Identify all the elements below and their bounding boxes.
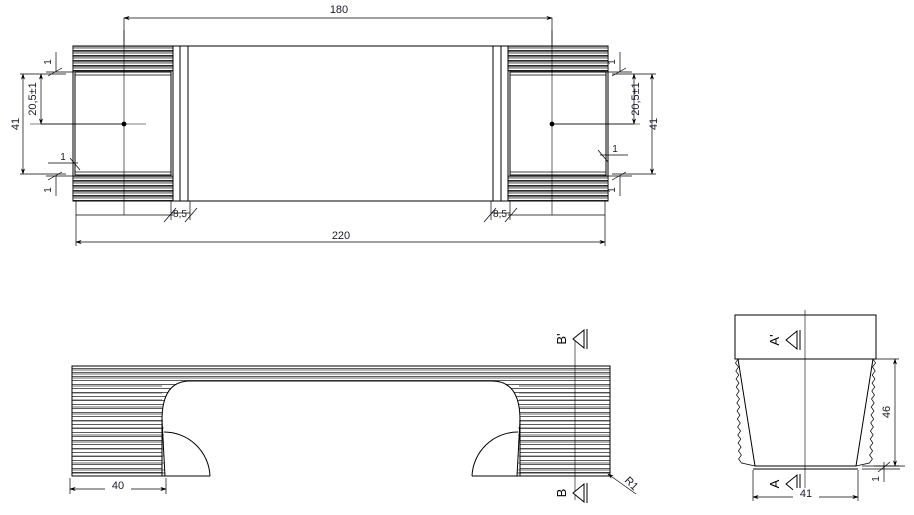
dimension-41-left-label: 41 [10, 118, 22, 130]
dimension-1-left-middle-label: 1 [60, 152, 66, 163]
front-view-left-fillet-arc [163, 431, 211, 477]
front-view-right-leg-inner-edge [516, 419, 521, 477]
section-left-serration [735, 358, 756, 467]
dimension-1-right-top: 1 [604, 52, 632, 77]
dimension-205-right: 20,5±1 [552, 73, 642, 125]
dimension-220-label: 220 [332, 230, 350, 242]
dimension-40-label: 40 [112, 480, 124, 492]
dimension-85-left-label: 8,5 [173, 209, 187, 220]
section-arrow-a-prime-icon [785, 329, 798, 351]
dimension-180: 180 [123, 2, 553, 46]
section-a-a-view: A' A 46 41 [734, 310, 905, 501]
dimension-220: 220 [75, 201, 606, 246]
front-view-left-leg-hatch [72, 385, 164, 471]
dimension-46: 46 [874, 358, 899, 467]
section-marker-a-prime: A' [767, 329, 801, 351]
section-marker-a-label: A [767, 479, 782, 488]
dimension-1-left-top: 1 [43, 52, 74, 77]
front-view-slab-hatch [72, 369, 610, 379]
top-plan-view: 180 220 41 20,5±1 1 [10, 2, 660, 246]
section-marker-b: B [554, 482, 588, 504]
dimension-85-right: 8,5 [483, 201, 518, 223]
dimension-41-right: 41 [612, 73, 660, 175]
front-elevation-view: B' B R1 40 [69, 328, 640, 504]
section-marker-b-prime-label: B' [554, 333, 569, 344]
right-knurl-band-top [508, 46, 608, 72]
dimension-1-left-middle: 1 [48, 152, 81, 171]
dimension-46-label: 46 [881, 406, 893, 418]
dimension-1-section-label: 1 [871, 476, 882, 482]
dimension-205-right-label: 20,5±1 [630, 82, 642, 116]
dimension-1-right-top-label: 1 [607, 59, 618, 65]
dimension-1-right-middle-label: 1 [612, 144, 618, 155]
dimension-1-right-middle: 1 [597, 144, 628, 163]
dimension-1-left-bottom-label: 1 [43, 187, 54, 193]
dimension-41-section-label: 41 [800, 488, 812, 500]
front-view-right-leg-hatch [518, 385, 610, 471]
right-pocket-outline [509, 71, 607, 176]
dimension-1-right-bottom-label: 1 [607, 187, 618, 193]
section-right-serration [855, 358, 876, 467]
left-knurl-band-bottom [73, 175, 173, 201]
dimension-1-section: 1 [862, 461, 905, 482]
front-view-left-leg-inner-edge [161, 419, 166, 477]
right-knurl-band-bottom [508, 175, 608, 201]
left-knurl-band-top [73, 46, 173, 72]
dimension-1-left-bottom: 1 [43, 171, 74, 196]
section-marker-b-label: B [554, 489, 569, 498]
dimension-41-left: 41 [10, 73, 66, 175]
left-pocket-outline [74, 71, 172, 176]
section-arrow-b-icon [572, 482, 585, 504]
dimension-40: 40 [69, 478, 167, 494]
dimension-205-left: 20,5±1 [27, 73, 124, 125]
dimension-205-left-label: 20,5±1 [27, 82, 39, 116]
dimension-41-right-label: 41 [648, 118, 660, 130]
dimension-1-left-top-label: 1 [43, 59, 54, 65]
dimension-1-right-bottom: 1 [604, 171, 632, 196]
section-marker-a-prime-label: A' [767, 334, 782, 345]
dimension-85-left: 8,5 [163, 201, 198, 223]
section-arrow-b-prime-icon [572, 328, 585, 350]
section-marker-b-prime: B' [554, 328, 588, 350]
front-view-right-fillet-arc [471, 431, 519, 477]
dimension-85-right-label: 8,5 [493, 209, 507, 220]
dimension-180-label: 180 [330, 4, 348, 16]
dimension-41-section: 41 [752, 470, 859, 501]
center-panel [172, 45, 509, 202]
